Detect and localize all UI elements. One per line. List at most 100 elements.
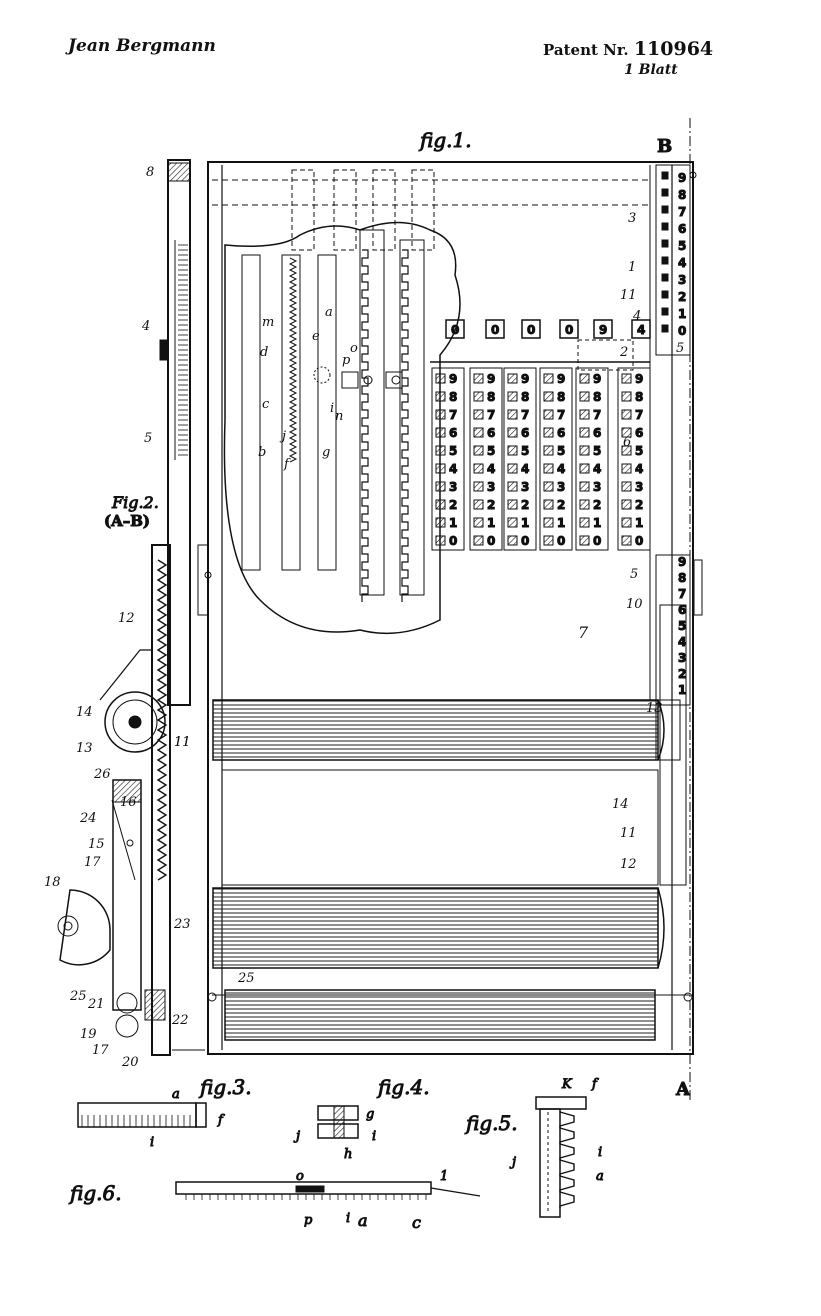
fig2-label-21: 21 (87, 997, 105, 1012)
scale-top-digit: 1 (678, 307, 686, 321)
digit-slot (579, 517, 590, 528)
scale-top-digit: 9 (678, 171, 686, 185)
column-digit: 1 (557, 516, 565, 530)
column-digit: 0 (449, 534, 457, 548)
digit-slot (435, 499, 446, 510)
column-digit: 2 (487, 498, 495, 512)
column-digit: 7 (593, 408, 601, 422)
column-digit: 3 (521, 480, 529, 494)
fig5-label-k: K (561, 1077, 573, 1092)
fig2-label-23: 23 (173, 917, 191, 932)
label-25: 25 (237, 971, 255, 986)
scale-bottom-digit: 6 (678, 603, 686, 617)
column-digit: 9 (487, 372, 495, 386)
patent-number: Patent Nr. 110964 (543, 38, 713, 60)
column-digit: 3 (635, 480, 643, 494)
scale-top-notch (661, 171, 669, 180)
label-13: 13 (646, 701, 663, 716)
digit-slot (507, 481, 518, 492)
digit-slot (621, 391, 632, 402)
column-digit: 6 (557, 426, 565, 440)
label-14: 14 (612, 797, 629, 812)
column-digit: 2 (449, 498, 457, 512)
column-digit: 8 (449, 390, 457, 404)
digit-slot (507, 463, 518, 474)
digit-slot (579, 373, 590, 384)
display-window-1 (485, 319, 505, 339)
digit-column-4 (575, 367, 609, 551)
column-digit: 8 (593, 390, 601, 404)
digit-slot (473, 445, 484, 456)
label-4: 4 (632, 309, 641, 324)
label-6: 6 (623, 435, 631, 450)
digit-slot (543, 409, 554, 420)
digit-slot (621, 517, 632, 528)
digit-slot (621, 481, 632, 492)
scale-top-digit: 2 (678, 290, 686, 304)
column-digit: 9 (521, 372, 529, 386)
label-f: f (283, 457, 291, 472)
fig2-label-4: 4 (141, 319, 150, 334)
label-g: g (322, 445, 330, 460)
scale-top-notch (661, 324, 669, 333)
column-digit: 7 (521, 408, 529, 422)
label-7: 7 (578, 623, 589, 642)
digit-slot (621, 373, 632, 384)
label-d: d (260, 345, 268, 360)
fig2-section-label: (A–B) (104, 512, 150, 530)
digit-slot (435, 391, 446, 402)
fig2-label-11: 11 (174, 735, 191, 750)
column-digit: 1 (593, 516, 601, 530)
column-digit: 5 (557, 444, 565, 458)
sheet-count: 1 Blatt (624, 62, 678, 78)
column-digit: 7 (557, 408, 565, 422)
scale-top-notch (661, 239, 669, 248)
digit-column-0 (431, 367, 465, 551)
column-digit: 1 (635, 516, 643, 530)
scale-top-notch (661, 273, 669, 282)
fig5-label: fig.5. (464, 1111, 518, 1135)
scale-bottom-digit: 3 (678, 651, 686, 665)
fig3-label-f: f (217, 1113, 225, 1128)
digit-slot (543, 445, 554, 456)
column-digit: 7 (487, 408, 495, 422)
fig2-label-16: 16 (120, 795, 137, 810)
fig4-label: fig.4. (376, 1075, 430, 1099)
label-m: m (262, 315, 274, 330)
fig3-label: fig.3. (198, 1075, 252, 1099)
fig6-label-o: o (296, 1169, 304, 1184)
label-j: j (279, 429, 286, 444)
digit-slot (543, 391, 554, 402)
fig5-label-j: j (509, 1155, 516, 1170)
column-digit: 4 (593, 462, 601, 476)
column-digit: 8 (521, 390, 529, 404)
column-digit: 4 (449, 462, 457, 476)
display-window-4 (593, 319, 613, 339)
fig2-label-8: 8 (146, 165, 154, 180)
label-a: a (325, 305, 333, 320)
patent-number-value: 110964 (633, 38, 714, 60)
digit-slot (507, 391, 518, 402)
column-digit: 8 (557, 390, 565, 404)
scale-top-digit: 4 (678, 256, 686, 270)
label-o: o (350, 341, 358, 356)
digit-slot (435, 517, 446, 528)
fig2-label-17-bottom: 17 (92, 1043, 109, 1058)
scale-bottom-digit: 5 (678, 619, 686, 633)
digit-slot (435, 463, 446, 474)
scale-top-notch (661, 256, 669, 265)
column-digit: 4 (635, 462, 643, 476)
fig2-label-15: 15 (88, 837, 105, 852)
digit-slot (507, 517, 518, 528)
column-digit: 9 (449, 372, 457, 386)
fig5-label-a: a (596, 1169, 604, 1184)
column-digit: 9 (557, 372, 565, 386)
label-i: i (330, 401, 334, 416)
column-digit: 5 (593, 444, 601, 458)
digit-slot (621, 427, 632, 438)
scale-top-digit: 5 (678, 239, 686, 253)
digit-slot (543, 373, 554, 384)
digit-slot (473, 517, 484, 528)
label-10: 10 (626, 597, 643, 612)
author-name: Jean Bergmann (68, 36, 216, 56)
